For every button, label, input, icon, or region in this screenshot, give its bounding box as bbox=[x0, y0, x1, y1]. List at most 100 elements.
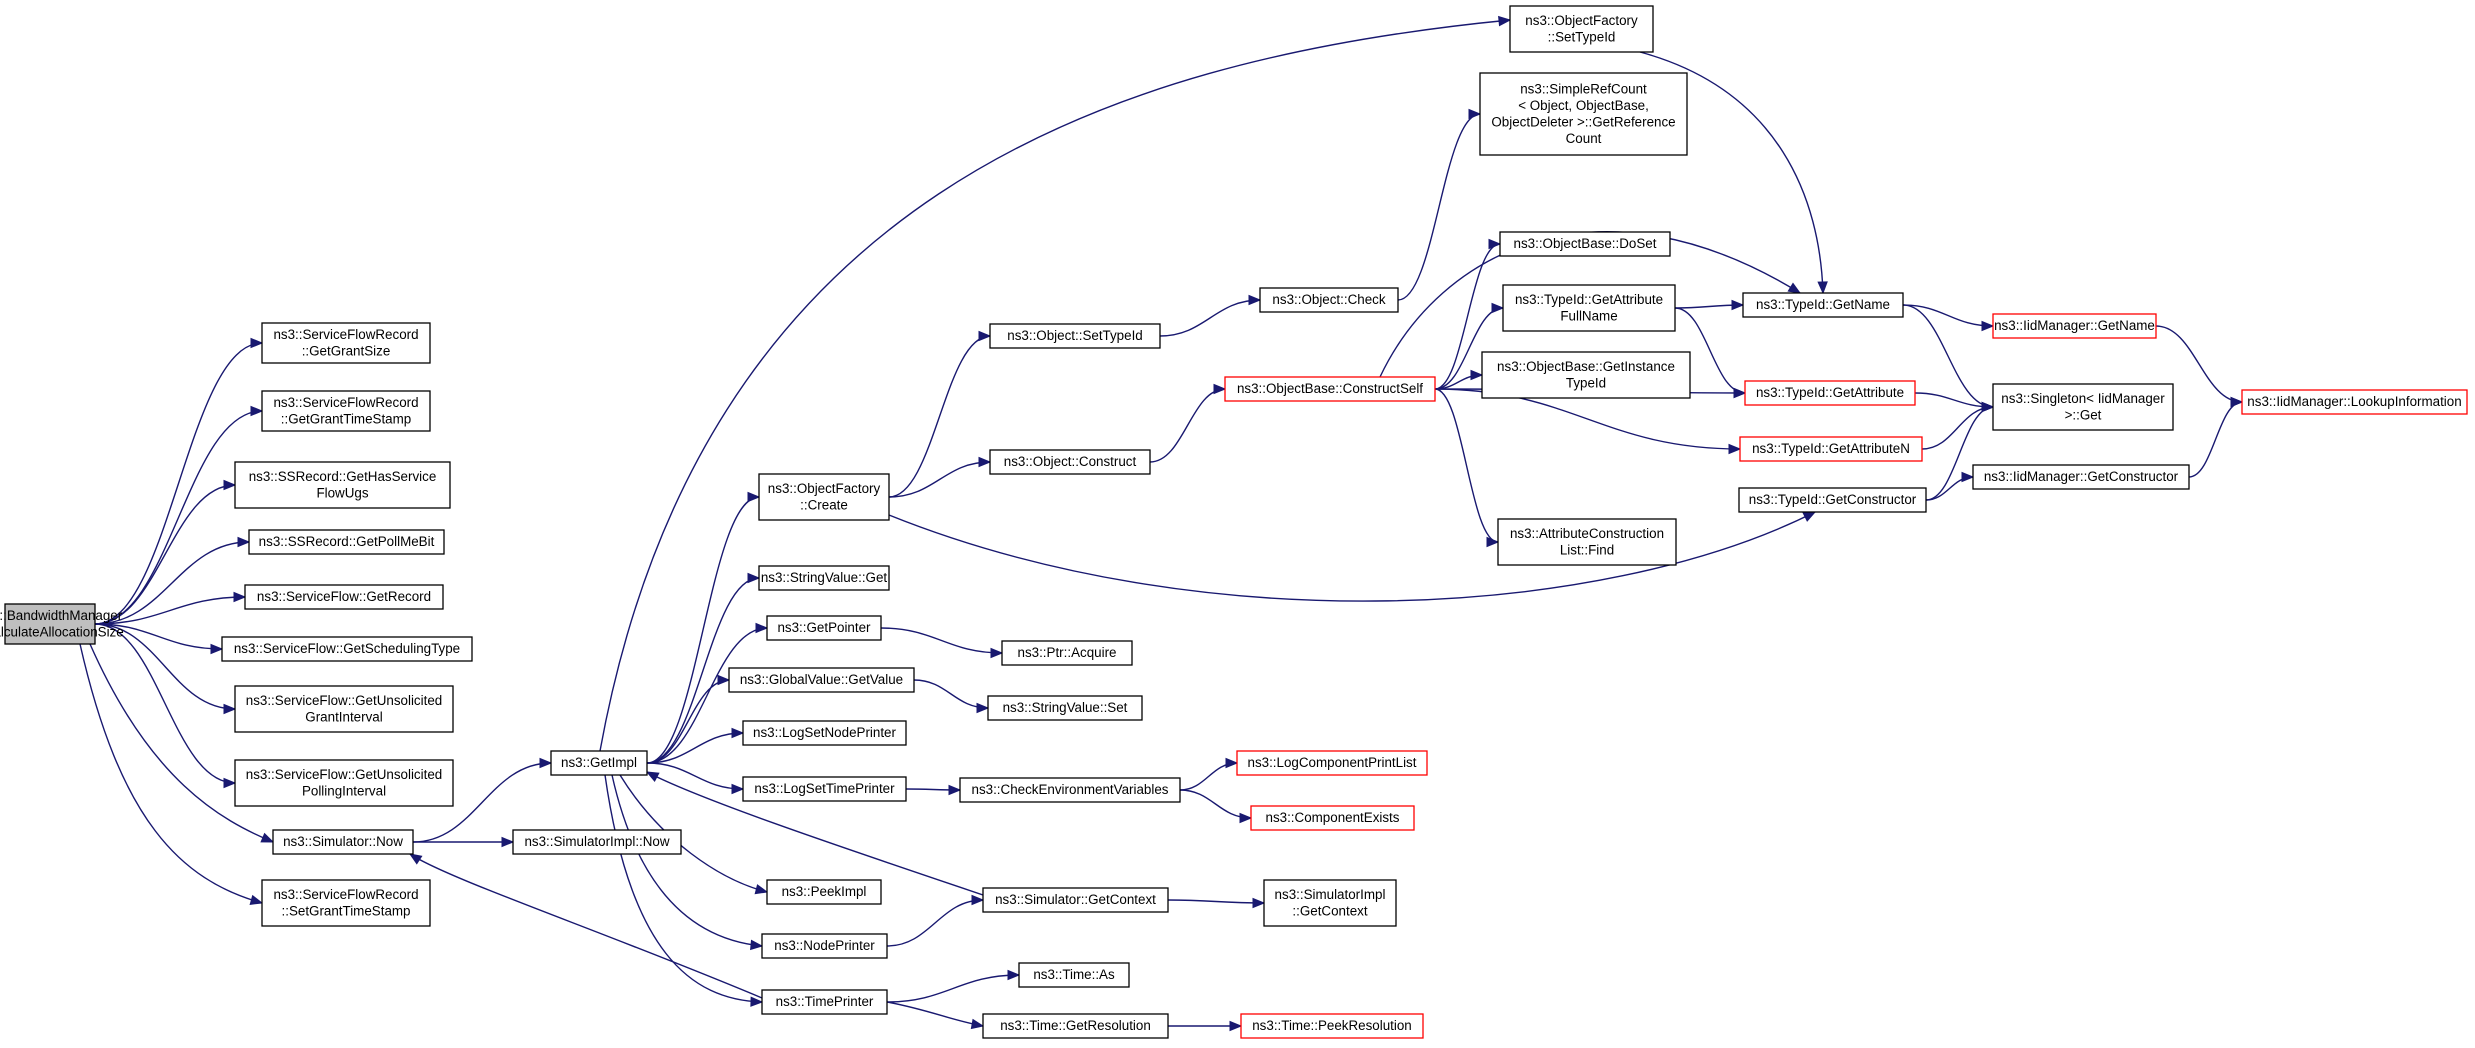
node-of-create[interactable]: ns3::ObjectFactory::Create bbox=[758, 473, 890, 521]
edge-tid-getattrfullname-to-tid-getname bbox=[1674, 299, 1745, 311]
node-tid-getattribute[interactable]: ns3::TypeId::GetAttribute bbox=[1744, 380, 1916, 406]
node-iid-getname[interactable]: ns3::IidManager::GetName bbox=[1992, 313, 2157, 339]
node-label: ns3::Simulator::GetContext bbox=[995, 892, 1156, 907]
node-time-getres[interactable]: ns3::Time::GetResolution bbox=[982, 1013, 1169, 1039]
node-ob-constructself[interactable]: ns3::ObjectBase::ConstructSelf bbox=[1224, 376, 1436, 402]
node-peekimpl[interactable]: ns3::PeekImpl bbox=[766, 879, 882, 905]
node-getimpl[interactable]: ns3::GetImpl bbox=[550, 750, 648, 776]
node-iid-lookupinfo[interactable]: ns3::IidManager::LookupInformation bbox=[2241, 389, 2468, 415]
node-time-peekres[interactable]: ns3::Time::PeekResolution bbox=[1240, 1013, 1424, 1039]
node-tid-getname[interactable]: ns3::TypeId::GetName bbox=[1742, 292, 1904, 318]
node-tid-getconstructor[interactable]: ns3::TypeId::GetConstructor bbox=[1738, 487, 1927, 513]
node-label: ns3::ServiceFlowRecord bbox=[273, 327, 418, 342]
node-box bbox=[1018, 962, 1130, 988]
node-ptr-acquire[interactable]: ns3::Ptr::Acquire bbox=[1001, 640, 1133, 666]
edge-getimpl-to-peekimpl bbox=[619, 774, 769, 895]
node-label: ns3::TypeId::GetAttributeN bbox=[1752, 441, 1910, 456]
edge-timeprinter-to-sim-now bbox=[408, 853, 763, 999]
node-obj-construct[interactable]: ns3::Object::Construct bbox=[989, 449, 1151, 475]
node-sfr-ggs[interactable]: ns3::ServiceFlowRecord::GetGrantSize bbox=[261, 322, 431, 364]
edge-root-to-sfr-ggs bbox=[94, 337, 264, 625]
node-label: FlowUgs bbox=[316, 485, 368, 500]
node-sim-now[interactable]: ns3::Simulator::Now bbox=[272, 829, 414, 855]
node-sfr-sgts[interactable]: ns3::ServiceFlowRecord::SetGrantTimeStam… bbox=[261, 879, 431, 927]
node-box bbox=[4, 603, 96, 645]
node-label: ns3::Simulator::Now bbox=[283, 834, 403, 849]
node-sf-gugi[interactable]: ns3::ServiceFlow::GetUnsolicitedGrantInt… bbox=[234, 685, 454, 733]
node-label: ns3::TypeId::GetAttribute bbox=[1756, 385, 1904, 400]
node-tid-getattributen[interactable]: ns3::TypeId::GetAttributeN bbox=[1739, 436, 1923, 462]
node-checkenv[interactable]: ns3::CheckEnvironmentVariables bbox=[959, 777, 1181, 803]
node-label: ns3::ServiceFlowRecord bbox=[273, 887, 418, 902]
edge-timeprinter-to-time-getres bbox=[886, 1001, 985, 1030]
node-time-as[interactable]: ns3::Time::As bbox=[1018, 962, 1130, 988]
node-box bbox=[1240, 1013, 1424, 1039]
node-logsetnodeprinter[interactable]: ns3::LogSetNodePrinter bbox=[742, 720, 907, 746]
node-getpointer[interactable]: ns3::GetPointer bbox=[766, 615, 882, 641]
node-box bbox=[766, 879, 882, 905]
node-componentexists[interactable]: ns3::ComponentExists bbox=[1250, 805, 1415, 831]
node-label: ns3::ObjectBase::DoSet bbox=[1514, 236, 1657, 251]
node-label: ns3::Time::PeekResolution bbox=[1252, 1018, 1412, 1033]
node-obj-settypeid[interactable]: ns3::Object::SetTypeId bbox=[989, 323, 1161, 349]
node-box bbox=[987, 695, 1143, 721]
node-sim-getcontext[interactable]: ns3::Simulator::GetContext bbox=[982, 887, 1169, 913]
node-sfr-ggts[interactable]: ns3::ServiceFlowRecord::GetGrantTimeStam… bbox=[261, 390, 431, 432]
node-nodeprinter[interactable]: ns3::NodePrinter bbox=[761, 933, 888, 959]
node-sf-gst[interactable]: ns3::ServiceFlow::GetSchedulingType bbox=[221, 636, 473, 662]
node-sv-set[interactable]: ns3::StringValue::Set bbox=[987, 695, 1143, 721]
node-root[interactable]: ns3::BandwidthManager::CalculateAllocati… bbox=[0, 603, 124, 645]
node-timeprinter[interactable]: ns3::TimePrinter bbox=[761, 989, 888, 1015]
node-box bbox=[248, 529, 445, 555]
node-label: ::SetTypeId bbox=[1548, 29, 1616, 44]
node-sf-gupi[interactable]: ns3::ServiceFlow::GetUnsolicitedPollingI… bbox=[234, 759, 454, 807]
edge-getpointer-to-ptr-acquire bbox=[880, 627, 1004, 659]
node-logsettimeprinter[interactable]: ns3::LogSetTimePrinter bbox=[742, 776, 907, 802]
node-label: ns3::ServiceFlow::GetRecord bbox=[257, 589, 431, 604]
node-box bbox=[742, 720, 907, 746]
node-label: ns3::ServiceFlow::GetUnsolicited bbox=[246, 767, 442, 782]
node-box bbox=[261, 390, 431, 432]
node-box bbox=[959, 777, 1181, 803]
edge-getimpl-to-nodeprinter bbox=[611, 774, 764, 951]
node-box bbox=[2241, 389, 2468, 415]
node-label: ::SetGrantTimeStamp bbox=[282, 903, 411, 918]
node-logcomponentprintlist[interactable]: ns3::LogComponentPrintList bbox=[1236, 750, 1428, 776]
node-obj-check[interactable]: ns3::Object::Check bbox=[1259, 287, 1399, 313]
node-label: ns3::ComponentExists bbox=[1266, 810, 1400, 825]
node-ob-doset[interactable]: ns3::ObjectBase::DoSet bbox=[1499, 231, 1671, 257]
node-label: ns3::LogSetNodePrinter bbox=[753, 725, 896, 740]
node-label: ::GetGrantSize bbox=[302, 343, 391, 358]
node-label: ns3::LogSetTimePrinter bbox=[754, 781, 895, 796]
node-box bbox=[1250, 805, 1415, 831]
node-sf-gr[interactable]: ns3::ServiceFlow::GetRecord bbox=[244, 584, 444, 610]
node-label: ns3::BandwidthManager bbox=[0, 608, 123, 623]
node-label: ns3::ServiceFlowRecord bbox=[273, 395, 418, 410]
node-iid-getconstructor[interactable]: ns3::IidManager::GetConstructor bbox=[1972, 464, 2190, 490]
node-singleton-get[interactable]: ns3::Singleton< IidManager>::Get bbox=[1992, 383, 2174, 431]
node-box bbox=[1497, 518, 1677, 566]
node-ssr-gpmb[interactable]: ns3::SSRecord::GetPollMeBit bbox=[248, 529, 445, 555]
node-box bbox=[758, 565, 890, 591]
node-src-getref[interactable]: ns3::SimpleRefCount< Object, ObjectBase,… bbox=[1479, 72, 1688, 156]
node-gv-getvalue[interactable]: ns3::GlobalValue::GetValue bbox=[728, 667, 915, 693]
edge-checkenv-to-logcomponentprintlist bbox=[1179, 757, 1239, 791]
node-label: ns3::NodePrinter bbox=[774, 938, 875, 953]
edge-gv-getvalue-to-sv-set bbox=[913, 679, 990, 714]
node-simimpl-getcontext[interactable]: ns3::SimulatorImpl::GetContext bbox=[1263, 879, 1397, 927]
edge-tid-getconstructor-to-singleton-get bbox=[1925, 401, 1995, 501]
edge-getimpl-to-of-create bbox=[646, 491, 761, 764]
node-sv-get[interactable]: ns3::StringValue::Get bbox=[758, 565, 890, 591]
node-label: ObjectDeleter >::GetReference bbox=[1491, 114, 1675, 129]
edge-ob-constructself-to-tid-getattributen bbox=[1434, 388, 1742, 455]
node-of-settypeid[interactable]: ns3::ObjectFactory::SetTypeId bbox=[1509, 5, 1654, 53]
node-simimpl-now[interactable]: ns3::SimulatorImpl::Now bbox=[512, 829, 682, 855]
node-label: ns3::Object::Construct bbox=[1004, 454, 1137, 469]
edges-layer bbox=[79, 15, 2244, 1032]
node-label: ns3::GetImpl bbox=[561, 755, 637, 770]
node-box bbox=[1479, 72, 1688, 156]
